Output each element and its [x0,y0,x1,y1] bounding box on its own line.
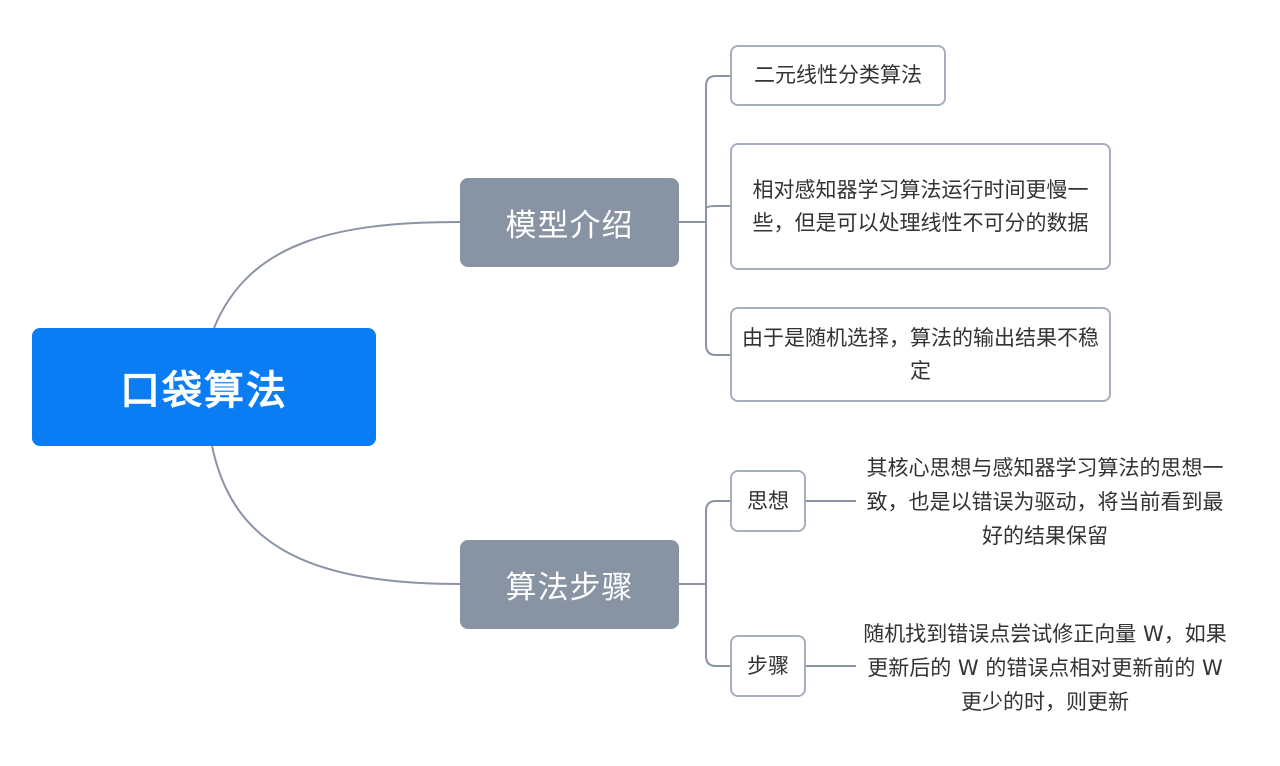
connector-branch1-child2 [705,205,730,210]
leaf-node-steps[interactable]: 步骤 [730,635,806,697]
note-thought-detail[interactable]: 其核心思想与感知器学习算法的思想一致，也是以错误为驱动，将当前看到最好的结果保留 [866,456,1224,548]
leaf-node-binary-linear[interactable]: 二元线性分类算法 [730,45,946,106]
connector-branch2-child2 [705,584,730,667]
root-node[interactable]: 口袋算法 [32,328,376,446]
branch-node-algorithm-steps[interactable]: 算法步骤 [460,540,679,629]
connector-root-branch2 [211,445,461,585]
note-steps-detail[interactable]: 随机找到错误点尝试修正向量 W，如果更新后的 W 的错误点相对更新前的 W 更少… [863,622,1227,714]
leaf-node-thought[interactable]: 思想 [730,470,806,532]
connector-branch1-child3 [705,222,730,356]
branch-node-model-intro[interactable]: 模型介绍 [460,178,679,267]
connector-branch2-child1 [705,500,730,584]
leaf-node-runtime-note[interactable]: 相对感知器学习算法运行时间更慢一些，但是可以处理线性不可分的数据 [730,143,1111,270]
connector-branch1-child1 [705,75,730,222]
leaf-node-output-unstable[interactable]: 由于是随机选择，算法的输出结果不稳定 [730,307,1111,402]
connector-root-branch1 [213,221,461,329]
